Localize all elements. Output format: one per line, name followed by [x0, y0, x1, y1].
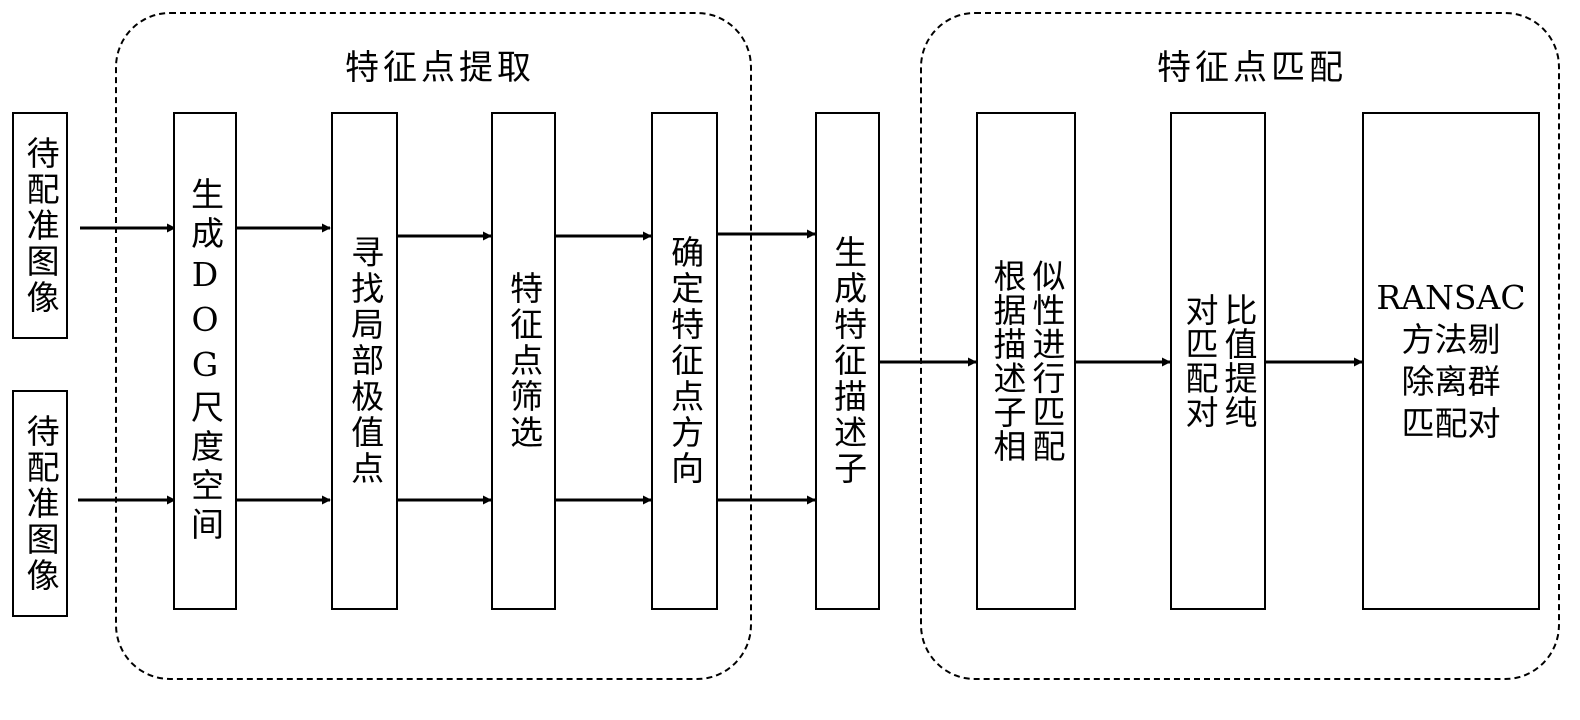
- step-descriptor-label: 生成特征描述子: [828, 235, 868, 487]
- step-local-extrema: 寻找局部极值点: [331, 112, 398, 610]
- step-dog-scale-space: 生成DOG尺度空间: [173, 112, 237, 610]
- step-ratio-refinement-label: 对匹配对比值提纯: [1180, 293, 1258, 429]
- step-descriptor: 生成特征描述子: [815, 112, 880, 610]
- step-feature-filtering: 特征点筛选: [491, 112, 556, 610]
- step-feature-filtering-label: 特征点筛选: [504, 271, 544, 451]
- feature-extraction-group: [115, 12, 752, 680]
- feature-extraction-title: 特征点提取: [345, 48, 535, 88]
- step-ratio-refinement: 对匹配对比值提纯: [1170, 112, 1266, 610]
- step-ransac-outlier-removal-label: RANSAC 方法剔 除离群 匹配对: [1376, 277, 1526, 444]
- step-local-extrema-label: 寻找局部极值点: [345, 235, 385, 487]
- step-ransac-outlier-removal: RANSAC 方法剔 除离群 匹配对: [1362, 112, 1540, 610]
- step-orientation: 确定特征点方向: [651, 112, 718, 610]
- input-image-bottom-label: 待配准图像: [21, 413, 61, 594]
- input-image-top-label: 待配准图像: [21, 135, 61, 316]
- feature-matching-group: [920, 12, 1560, 680]
- step-orientation-label: 确定特征点方向: [665, 235, 705, 487]
- step-descriptor-matching-label: 根据描述子相似性进行匹配: [988, 259, 1066, 463]
- input-image-top: 待配准图像: [12, 112, 68, 339]
- step-descriptor-matching: 根据描述子相似性进行匹配: [976, 112, 1076, 610]
- input-image-bottom: 待配准图像: [12, 390, 68, 617]
- feature-matching-title: 特征点匹配: [1157, 48, 1347, 88]
- step-dog-scale-space-label: 生成DOG尺度空间: [185, 176, 225, 546]
